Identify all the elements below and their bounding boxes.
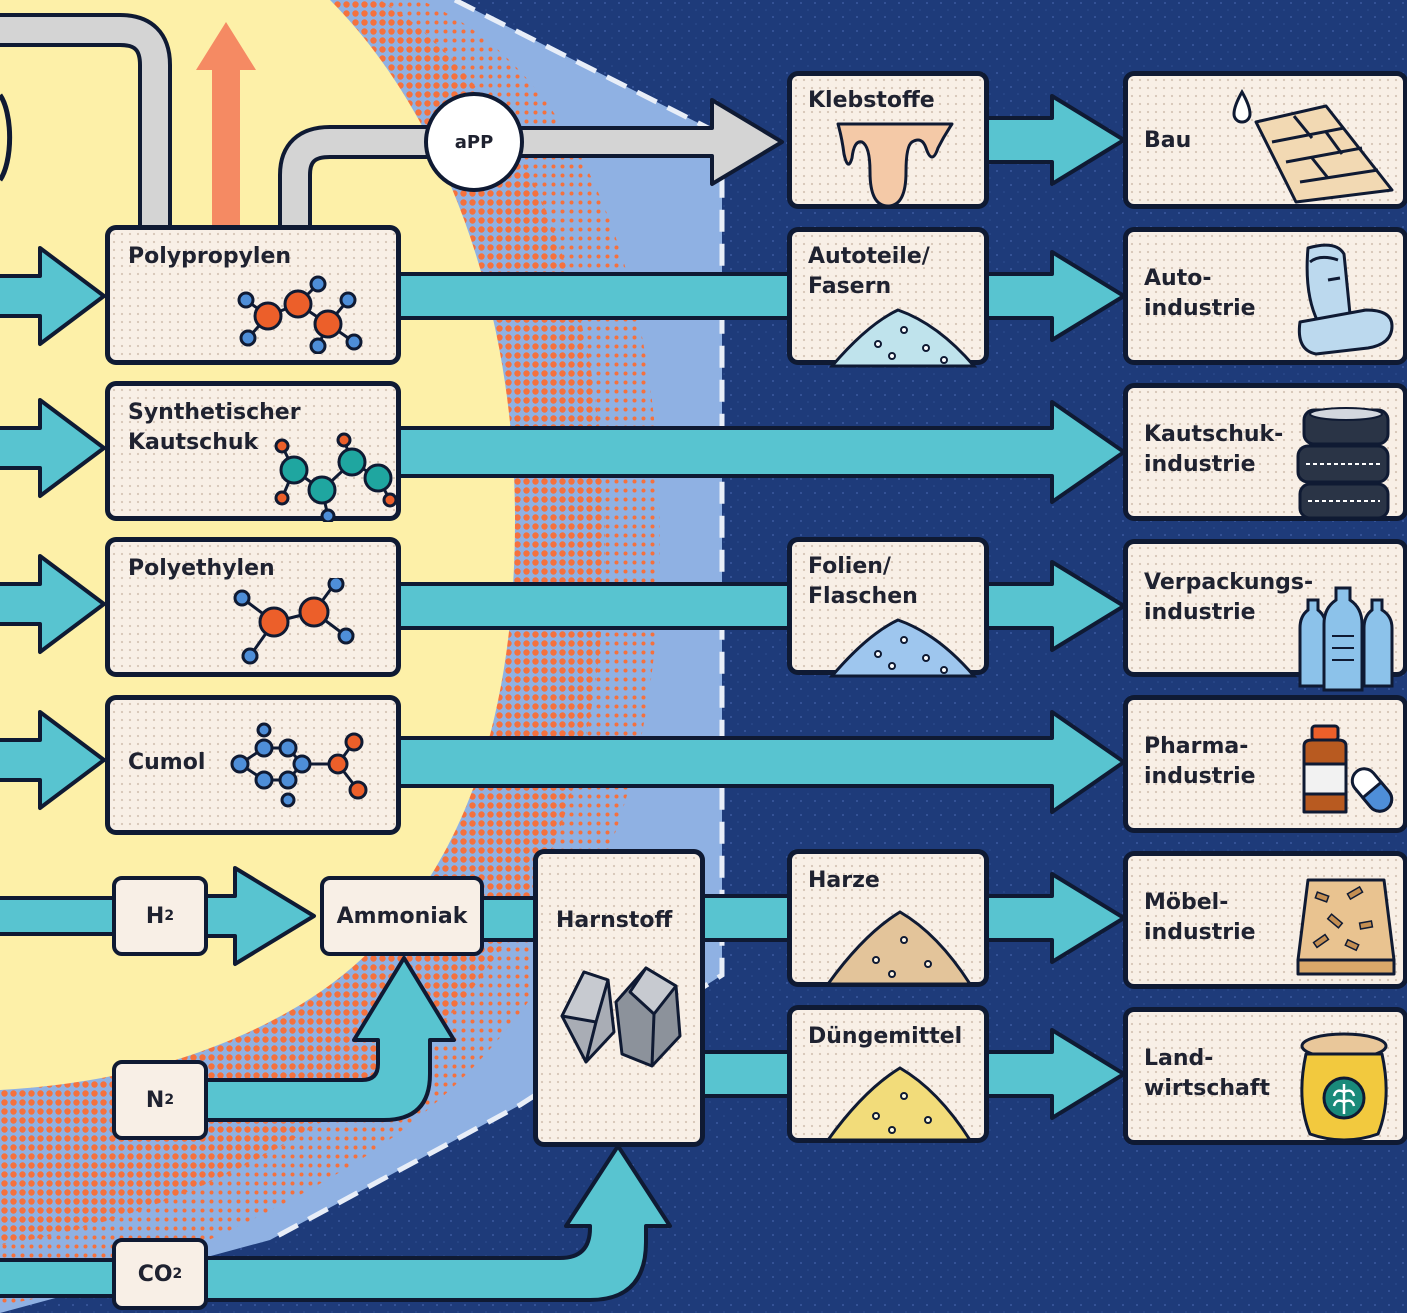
box-autoteile: Autoteile/ Fasern	[788, 228, 988, 368]
box-cumol: Cumol	[106, 696, 400, 834]
seed-sack-icon	[1300, 1032, 1388, 1142]
box-harze: Harze	[788, 850, 988, 986]
box-klebstoffe: Klebstoffe	[788, 72, 988, 208]
box-folien: Folien/ Flaschen	[788, 538, 988, 678]
arrow-into-h2	[0, 896, 120, 936]
polyethylen-label: Polyethylen	[128, 556, 275, 581]
box-polypropylen: Polypropylen	[106, 226, 400, 364]
box-bau: Bau	[1124, 72, 1407, 208]
connector-ammoniak-harnstoff	[476, 896, 542, 942]
synth-kautschuk-label: Synthetischer Kautschuk	[128, 400, 301, 455]
product-industry-arrows	[984, 94, 1126, 1120]
cumol-molecule-icon	[230, 722, 368, 808]
moebel-label: Möbel- industrie	[1144, 890, 1256, 945]
bau-label: Bau	[1144, 128, 1192, 153]
granulate-pile-blue-icon	[828, 618, 978, 678]
bar-polyethylen-folien	[394, 582, 794, 630]
arrow-n2-ammoniak	[202, 956, 456, 1122]
box-duengemittel: Düngemittel	[788, 1006, 988, 1142]
arrow-into-co2	[0, 1258, 120, 1298]
klebstoffe-label: Klebstoffe	[808, 88, 935, 113]
duengemittel-label: Düngemittel	[808, 1024, 963, 1049]
box-verpackung: Verpackungs- industrie	[1124, 540, 1407, 692]
construction-tiles-icon	[1232, 88, 1394, 204]
bottles-icon	[1298, 586, 1394, 692]
arrow-cumol-pharma	[394, 710, 1126, 814]
co2-subscript: 2	[172, 1266, 183, 1282]
arrow-synth-kautschuk	[394, 400, 1126, 504]
particleboard-icon	[1296, 878, 1396, 976]
box-polyethylen: Polyethylen	[106, 538, 400, 676]
ammoniak-label: Ammoniak	[336, 903, 468, 929]
fertilizer-pile-icon	[825, 1066, 973, 1142]
co2-label: CO	[137, 1261, 173, 1287]
box-synth-kautschuk: Synthetischer Kautschuk	[106, 382, 400, 522]
box-landwirtschaft: Land- wirtschaft	[1124, 1008, 1407, 1144]
bar-polypropylen-autoteile	[394, 272, 794, 320]
connector-harnstoff-duengemittel	[698, 1050, 794, 1098]
salmon-up-arrow	[196, 22, 256, 232]
landwirtschaft-label: Land- wirtschaft	[1144, 1046, 1270, 1101]
medicine-bottle-pills-icon	[1302, 724, 1394, 814]
kautschuk-molecule-icon	[274, 432, 398, 522]
kautschuk-label: Kautschuk- industrie	[1144, 422, 1284, 477]
gray-pipe-app-fill	[282, 129, 430, 232]
glue-drip-icon	[836, 122, 954, 208]
gray-pipe-left-fill	[0, 17, 168, 232]
polypropylen-molecule-icon	[237, 275, 363, 354]
resin-pile-icon	[825, 910, 973, 986]
box-auto: Auto- industrie	[1124, 228, 1407, 364]
connector-harnstoff-harze	[698, 894, 794, 942]
n2-label: N	[145, 1087, 165, 1113]
tire-stack-icon	[1296, 407, 1390, 520]
h2-subscript: 2	[164, 908, 175, 924]
box-moebel: Möbel- industrie	[1124, 852, 1407, 988]
granulate-pile-light-icon	[828, 308, 978, 368]
app-circle: aPP	[424, 92, 524, 192]
cumol-label: Cumol	[128, 750, 206, 775]
harnstoff-crystal-icon	[560, 966, 682, 1068]
partial-circle-left	[0, 93, 13, 182]
harnstoff-label: Harnstoff	[556, 908, 673, 933]
app-label: aPP	[454, 131, 494, 153]
box-harnstoff: Harnstoff	[534, 850, 704, 1146]
car-seat-icon	[1297, 243, 1394, 356]
harze-label: Harze	[808, 868, 880, 893]
n2-subscript: 2	[164, 1092, 175, 1108]
polypropylen-label: Polypropylen	[128, 244, 292, 269]
zone-blue-dashed-border	[268, 0, 725, 1243]
arrow-h2-ammoniak	[202, 866, 316, 966]
pharma-label: Pharma- industrie	[1144, 734, 1256, 789]
polyethylen-molecule-icon	[233, 578, 355, 665]
inflow-arrows	[0, 246, 106, 810]
h2-label: H	[145, 903, 165, 929]
gray-arrow-klebstoffe	[518, 98, 784, 186]
box-pharma: Pharma- industrie	[1124, 696, 1407, 832]
box-ammoniak: Ammoniak	[320, 876, 484, 956]
arrow-co2-harnstoff	[198, 1144, 672, 1302]
verpackung-label: Verpackungs- industrie	[1144, 570, 1314, 625]
auto-label: Auto- industrie	[1144, 266, 1256, 321]
box-kautschuk: Kautschuk- industrie	[1124, 384, 1407, 520]
folien-label: Folien/ Flaschen	[808, 554, 918, 609]
autoteile-label: Autoteile/ Fasern	[808, 244, 930, 299]
